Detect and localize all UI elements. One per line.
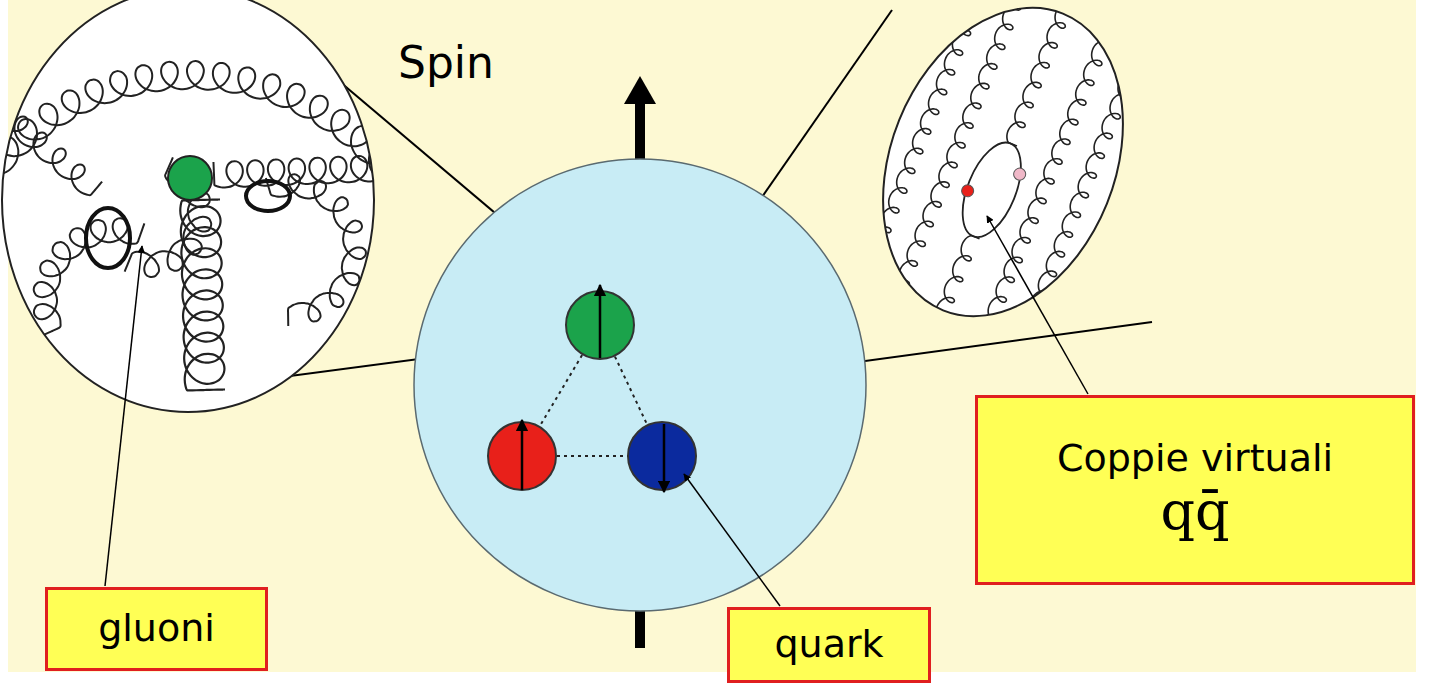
spin-label: Spin xyxy=(398,38,494,89)
spin-arrow-shaft xyxy=(635,100,645,160)
pointer-arrows xyxy=(105,216,1088,606)
pointer-arrow xyxy=(987,216,1088,394)
box-symbol: qq̄ xyxy=(1160,481,1229,543)
gluon-field xyxy=(0,61,404,390)
quark-label-box: quark xyxy=(727,607,931,683)
pointer-arrow xyxy=(105,246,142,586)
gluon-coil xyxy=(180,199,225,390)
spin-arrow-tail xyxy=(635,608,645,648)
magnifier-left xyxy=(2,0,374,412)
quark-spin-arrow xyxy=(663,424,666,492)
pointer-arrow xyxy=(684,474,780,606)
gluon-coil xyxy=(1012,34,1152,355)
magnifier-right-outline xyxy=(839,0,1167,352)
proton xyxy=(414,76,866,648)
quark-loop xyxy=(246,181,290,211)
box-label: Coppie virtuali xyxy=(1057,437,1333,481)
quark-spin-arrow xyxy=(599,285,602,358)
green-quark-zoom xyxy=(168,156,212,200)
gluon-coil xyxy=(34,218,145,336)
box-label: quark xyxy=(774,623,883,667)
proton-circle xyxy=(414,159,866,611)
spin-arrow-head xyxy=(624,76,656,104)
gluon-coil xyxy=(266,174,366,326)
quark-dot xyxy=(960,183,976,199)
quark-spin-arrow xyxy=(521,420,524,490)
virtual-pair-loop xyxy=(951,134,1033,245)
gluon-coil xyxy=(1004,2,1073,146)
quark-loop xyxy=(86,208,130,268)
quark-ball xyxy=(628,422,696,490)
antiquark-dot xyxy=(1012,166,1028,182)
gluon-coil xyxy=(933,233,980,322)
box-label: gluoni xyxy=(98,607,215,651)
magnifier-right xyxy=(835,0,1170,362)
sea-field xyxy=(854,0,1152,354)
pair-label-box: Coppie virtualiqq̄ xyxy=(975,395,1415,585)
gluon-label-box: gluoni xyxy=(45,587,268,671)
gluon-coil xyxy=(213,155,380,188)
gluon-coil xyxy=(0,102,102,196)
